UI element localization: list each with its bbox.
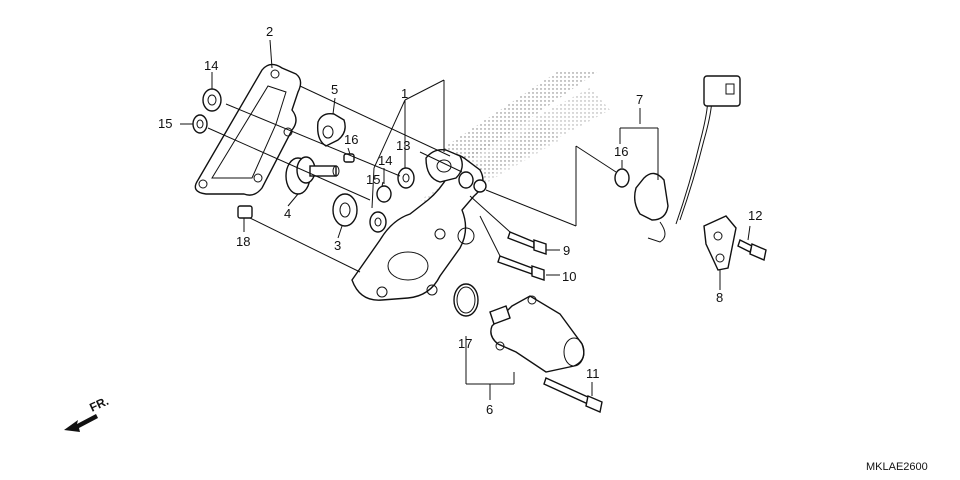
callout-15-center: 15: [366, 172, 380, 187]
callout-4: 4: [284, 206, 291, 221]
callout-13: 13: [396, 138, 410, 153]
callout-14-center: 14: [378, 153, 392, 168]
bolt-10: [497, 255, 545, 281]
front-direction-arrow: FR.: [64, 394, 111, 432]
bolt-11: [543, 377, 603, 413]
callout-16: 16: [614, 144, 628, 159]
bearing-left: [202, 88, 222, 112]
sensor-7: [633, 75, 741, 243]
callout-2: 2: [266, 24, 273, 39]
gasket: [194, 63, 302, 196]
callout-9: 9: [563, 243, 570, 258]
motor-6: [489, 295, 585, 373]
callout-10: 10: [562, 269, 576, 284]
callout-12: 12: [748, 208, 762, 223]
bracket-8: [703, 215, 737, 271]
callout-5: 5: [331, 82, 338, 97]
callout-11: 11: [586, 366, 600, 381]
callout-7: 7: [636, 92, 643, 107]
fr-label: FR.: [87, 394, 110, 415]
gear-4: [285, 156, 340, 195]
bolt-9: [507, 231, 547, 255]
callout-15-left: 15: [158, 116, 172, 131]
dowel-lower: [237, 205, 253, 219]
callout-8: 8: [716, 290, 723, 305]
part-13: [458, 171, 487, 193]
callout-14-left: 14: [204, 58, 218, 73]
arm-5: [316, 112, 346, 147]
seal-left: [192, 114, 208, 134]
o-ring-16: [614, 168, 630, 188]
callout-18-lower: 18: [236, 234, 250, 249]
callout-1: 1: [401, 86, 408, 101]
bolt-12: [737, 239, 767, 261]
gear-3: [332, 193, 358, 227]
callout-3: 3: [334, 238, 341, 253]
callout-numbers: 2 14 15 5 16 4 3 18 1 13 14 15 9 10 11 1…: [158, 24, 762, 417]
leader-lines: [180, 39, 751, 400]
part-code: MKLAE2600: [866, 461, 928, 473]
o-ring-17: [453, 283, 479, 317]
callout-18-upper: 16: [344, 132, 358, 147]
cover-housing: [351, 148, 484, 301]
bearing-center: [369, 167, 415, 233]
callout-6: 6: [486, 402, 493, 417]
callout-17: 17: [458, 336, 472, 351]
